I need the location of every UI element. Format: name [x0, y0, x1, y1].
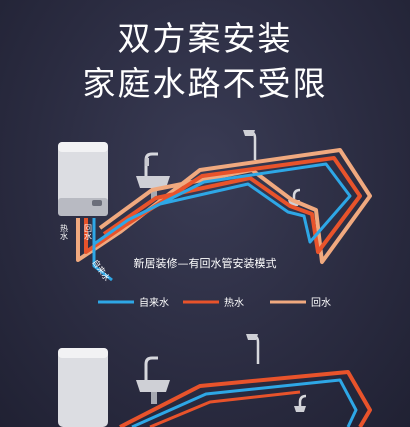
- diagram-caption: 新居装修—有回水管安装模式: [134, 256, 277, 270]
- inlet-label: 自来水: [90, 257, 112, 282]
- headline-line2: 家庭水路不受限: [82, 64, 328, 103]
- shower-icon-3: [246, 334, 260, 364]
- headline-line1: 双方案安装: [117, 19, 293, 58]
- legend-hot: 热水: [224, 296, 244, 309]
- shower-icon: [243, 130, 257, 160]
- sink-faucet-icon: [136, 152, 170, 200]
- return-water-label: 回水: [84, 224, 93, 240]
- legend-cold: 自来水: [139, 296, 169, 309]
- shower-icon-4: [294, 394, 307, 412]
- pipe-loop-2: [119, 370, 372, 427]
- water-heater-2: [58, 348, 108, 427]
- pipe-loop-hot: [84, 156, 362, 254]
- legend-return: 回水: [311, 297, 331, 309]
- legend: 自来水 热水 回水: [98, 296, 331, 309]
- water-heater-1: [58, 142, 108, 216]
- pipe-loop-cold: [92, 162, 352, 282]
- pipe-loop-return: [76, 148, 372, 264]
- sink-faucet-icon-2: [136, 356, 170, 404]
- hot-water-label: 热水: [60, 223, 69, 240]
